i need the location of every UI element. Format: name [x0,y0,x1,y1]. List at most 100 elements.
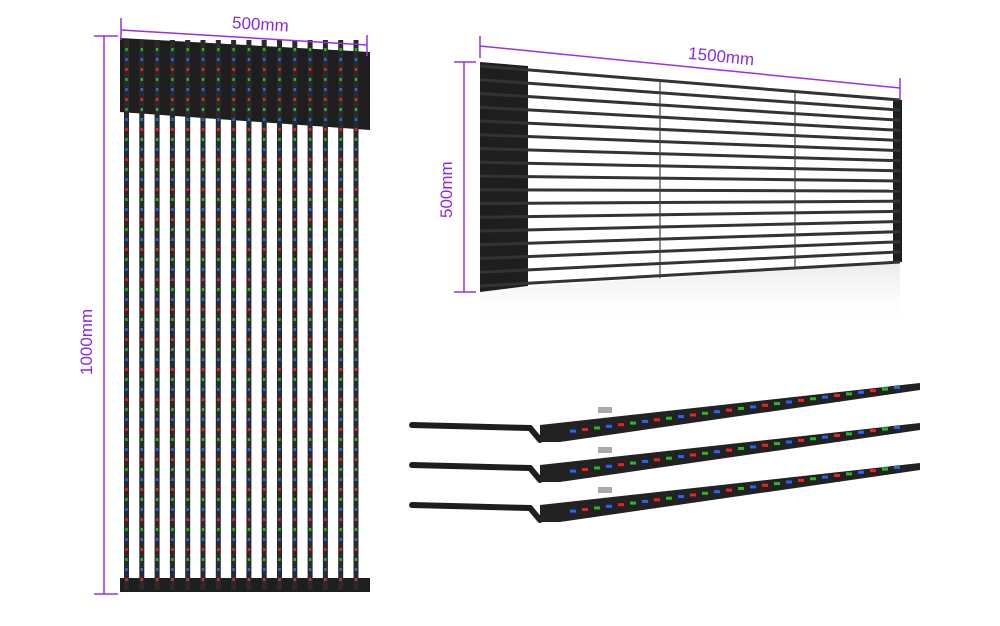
led-pixel [171,268,174,271]
led-pixel [308,388,312,391]
vertical-led-strip [154,40,160,590]
led-pixel [140,108,143,111]
mounting-bracket [409,462,543,483]
led-pixel [171,108,174,111]
led-pixel [171,488,174,491]
led-pixel [155,118,159,121]
led-pixel [750,405,756,409]
led-pixel [232,278,235,281]
led-pixel [171,238,174,241]
led-pixel [247,368,251,371]
led-pixel [247,438,251,441]
led-pixel [278,468,281,471]
led-pixel [278,498,281,501]
led-pixel [247,448,251,451]
led-pixel [232,518,235,521]
mounting-bracket [409,422,543,443]
led-pixel [798,478,804,482]
led-pixel [186,448,189,451]
led-pixel [171,48,174,51]
led-pixel [247,48,251,51]
led-pixel [339,58,342,61]
led-pixel [155,98,159,101]
led-pixel [155,418,159,421]
led-pixel [308,138,312,141]
led-pixel [186,508,189,511]
led-pixel [247,378,251,381]
led-pixel [324,208,327,211]
led-pixel [201,388,205,391]
led-pixel [339,238,342,241]
led-pixel [278,278,281,281]
led-pixel [786,400,792,404]
led-pixel [140,308,143,311]
led-pixel [354,418,358,421]
led-pixel [354,68,358,71]
led-pixel [263,438,266,441]
led-pixel [125,98,128,101]
led-pixel [339,478,342,481]
led-pixel [125,308,128,311]
led-pixel [278,558,281,561]
led-pixel [171,228,174,231]
led-pixel [171,58,174,61]
led-pixel [263,318,266,321]
led-pixel [810,477,816,481]
led-pixel [125,518,128,521]
led-pixel [263,418,266,421]
led-pixel [750,485,756,489]
led-pixel [263,188,266,191]
led-pixel [232,328,235,331]
led-pixel [155,488,159,491]
led-pixel [293,548,296,551]
led-pixel [186,278,189,281]
led-pixel [308,348,312,351]
led-pixel [125,78,128,81]
led-pixel [293,58,296,61]
led-pixel [324,288,327,291]
led-pixel [339,528,342,531]
led-pixel [278,368,281,371]
led-pixel [654,498,660,502]
led-pixel [217,228,220,231]
led-pixel [263,258,266,261]
led-pixel [171,278,174,281]
led-pixel [690,493,696,497]
led-pixel [308,238,312,241]
led-pixel [217,218,220,221]
led-pixel [155,168,159,171]
led-pixel [324,318,327,321]
led-pixel [186,438,189,441]
vertical-led-strip [353,40,359,590]
led-pixel [354,388,358,391]
led-pixel [171,258,174,261]
led-pixel [232,98,235,101]
led-pixel [125,48,128,51]
led-pixel [263,98,266,101]
led-pixel [155,248,159,251]
led-pixel [125,198,128,201]
led-pixel [232,378,235,381]
led-pixel [354,428,358,431]
led-pixel [125,408,128,411]
led-pixel [247,298,251,301]
led-pixel [293,138,296,141]
led-pixel [247,488,251,491]
led-pixel [201,358,205,361]
led-pixel [186,318,189,321]
led-pixel [339,488,342,491]
led-pixel [232,398,235,401]
vertical-led-strip [169,40,175,590]
led-pixel [201,508,205,511]
led-pixel [201,298,205,301]
led-pixel [232,208,235,211]
led-pixel [186,458,189,461]
led-pixel [618,423,624,427]
led-pixel [308,428,312,431]
led-pixel [186,68,189,71]
led-pixel [278,308,281,311]
led-pixel [247,148,251,151]
led-pixel [140,328,143,331]
led-pixel [155,178,159,181]
led-pixel [217,188,220,191]
